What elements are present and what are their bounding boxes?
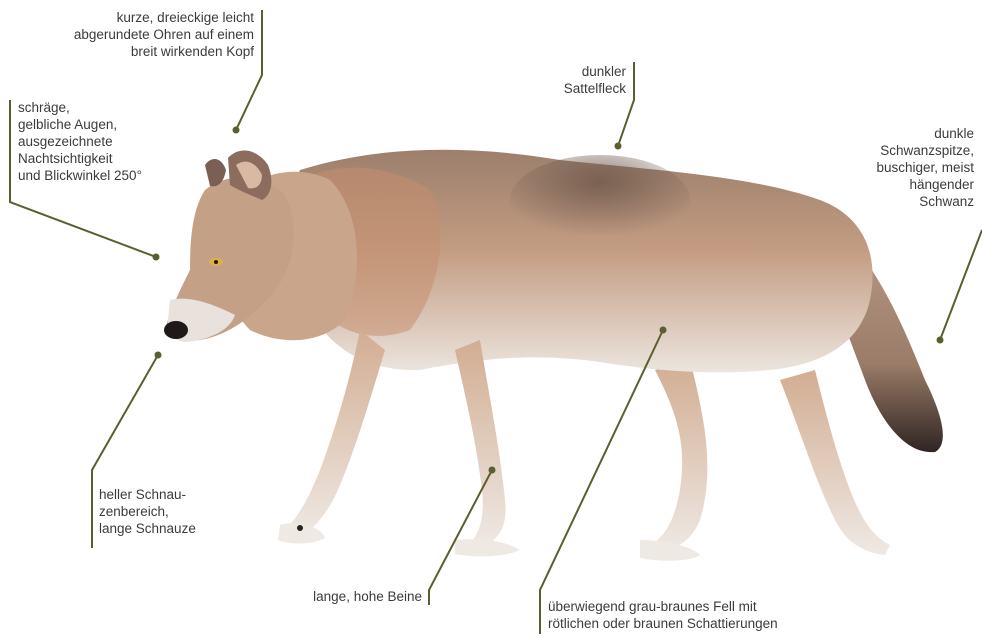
leader-dot-tail <box>937 337 944 344</box>
leader-legs <box>429 470 492 605</box>
leader-dot-snout <box>155 352 162 359</box>
leader-dot-fur <box>660 327 667 334</box>
label-eyes: schräge, gelbliche Augen, ausgezeichnete… <box>18 99 142 184</box>
leader-dot-legs <box>489 467 496 474</box>
leader-tail <box>940 230 982 340</box>
label-fur: überwiegend grau-braunes Fell mit rötlic… <box>548 598 778 632</box>
label-tail: dunkle Schwanzspitze, buschiger, meist h… <box>876 125 974 210</box>
leader-dot-eyes <box>153 254 160 261</box>
leader-dot-ears <box>233 127 240 134</box>
leader-fur <box>540 330 663 634</box>
label-snout: heller Schnau- zenbereich, lange Schnauz… <box>99 486 196 537</box>
label-saddle: dunkler Sattelfleck <box>564 63 626 97</box>
leader-dot-saddle <box>615 143 622 150</box>
label-legs: lange, hohe Beine <box>313 588 422 605</box>
label-ears: kurze, dreieckige leicht abgerundete Ohr… <box>74 9 254 60</box>
